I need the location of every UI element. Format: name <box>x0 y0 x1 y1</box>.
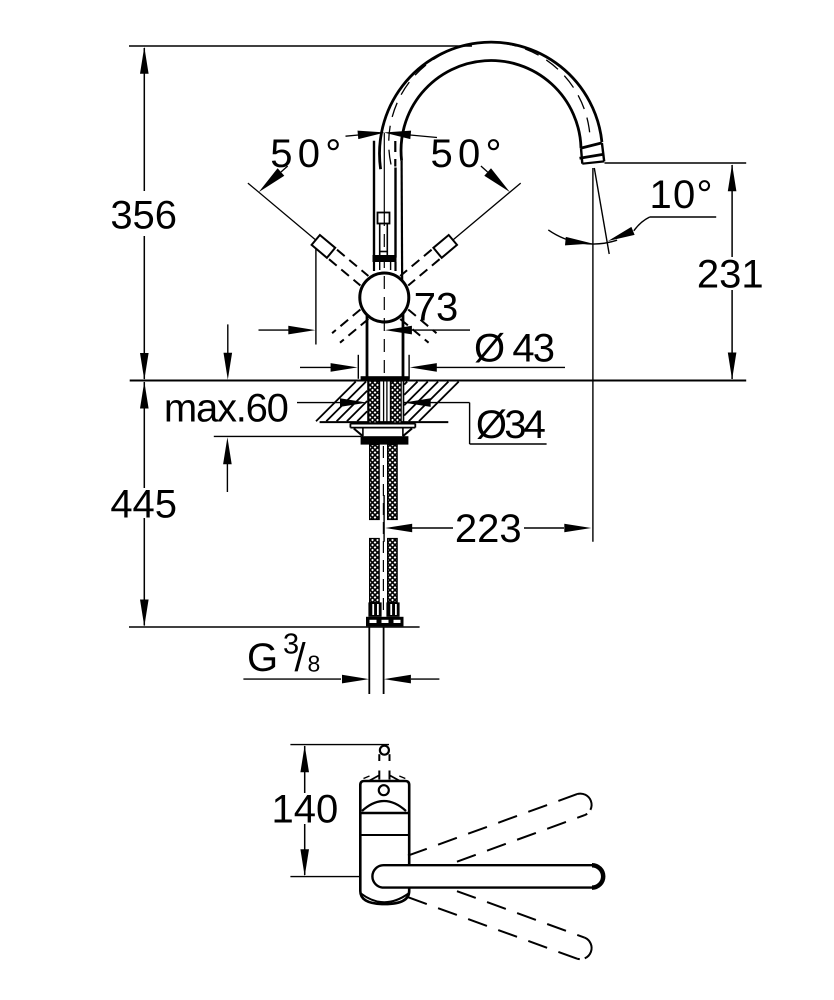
svg-text:140: 140 <box>272 787 339 831</box>
svg-text:8: 8 <box>308 651 321 677</box>
svg-text:231: 231 <box>697 252 764 296</box>
svg-text:445: 445 <box>110 483 177 527</box>
svg-text:Ø34: Ø34 <box>476 403 546 447</box>
svg-text:356: 356 <box>110 194 177 238</box>
svg-text:73: 73 <box>414 286 459 330</box>
svg-text:max.60: max.60 <box>164 387 289 431</box>
svg-text:3: 3 <box>283 629 299 661</box>
svg-text:10°: 10° <box>650 173 713 217</box>
svg-text:/: / <box>295 636 307 680</box>
svg-text:G: G <box>247 636 278 680</box>
svg-text:50°: 50° <box>431 132 502 176</box>
svg-text:Ø 43: Ø 43 <box>474 327 555 371</box>
svg-text:223: 223 <box>455 507 522 551</box>
svg-text:50°: 50° <box>270 132 341 176</box>
